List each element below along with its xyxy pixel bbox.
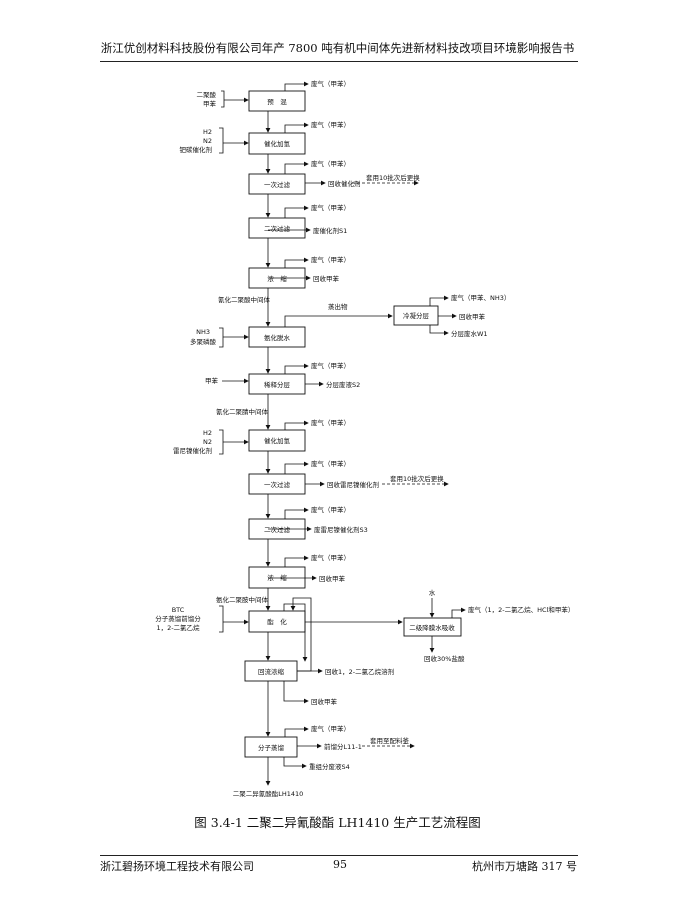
box-concentrate-a: 浓 缩 — [267, 274, 287, 283]
process-boxes: 预 混 催化加氢 一次过滤 二次过滤 浓 缩 氨化脱水 稀释分层 催化加氢 一次… — [244, 90, 462, 758]
box-filter-1a: 一次过滤 — [264, 180, 291, 189]
offgas-branches: 废气（甲苯） 废气（甲苯） 废气（甲苯） 废气（甲苯） 废气（甲苯） 废气（甲苯… — [284, 79, 350, 737]
flow-label: BTC — [172, 606, 185, 614]
flow-label: 回收30%盐酸 — [424, 654, 465, 663]
flow-label: 分层废液S2 — [326, 380, 360, 389]
flow-label: 分子蒸馏前馏分 — [155, 614, 201, 623]
flow-label: 废气（甲苯） — [311, 203, 350, 212]
flow-label: 重组分废液S4 — [309, 762, 350, 771]
footer-company: 浙江碧扬环境工程技术有限公司 — [100, 860, 254, 873]
box-filter-2a: 二次过滤 — [264, 224, 291, 233]
flow-label: 回收雷尼镍催化剂 — [327, 480, 379, 489]
flow-label: 废气（甲苯、NH3） — [451, 293, 510, 302]
box-filter-2b: 二次过滤 — [264, 525, 291, 534]
flow-label: 氰化二聚酸中间体 — [218, 295, 271, 304]
figure-caption: 图 3.4-1 二聚二异氰酸酯 LH1410 生产工艺流程图 — [194, 815, 481, 830]
box-amination: 氨化脱水 — [264, 333, 291, 342]
flow-label: 回收甲苯 — [311, 697, 338, 706]
flow-label: 二聚酸 — [197, 90, 217, 99]
flow-label: N2 — [203, 438, 212, 446]
page-header: 浙江优创材料科技股份有限公司年产 7800 吨有机中间体先进新材料技改项目环境影… — [100, 41, 575, 55]
final-product: 二聚二异氰酸酯LH1410 — [233, 789, 304, 798]
flow-label: 废气（甲苯） — [311, 79, 350, 88]
flow-label: 回收催化剂 — [328, 179, 361, 188]
footer-address: 杭州市万塘路 317 号 — [472, 860, 577, 873]
flow-label: 雷尼镍催化剂 — [173, 446, 212, 455]
flow-label: 废气（1，2-二氯乙烷、HCl和甲苯） — [468, 605, 574, 614]
flow-label: 甲苯 — [205, 376, 219, 385]
flow-label: 废催化剂S1 — [313, 226, 347, 235]
flow-label: 废气（甲苯） — [311, 361, 350, 370]
flow-label: 废气（甲苯） — [311, 553, 350, 562]
flow-label: 套用10批次后更换 — [390, 474, 444, 483]
box-molecular-distillation: 分子蒸馏 — [258, 743, 285, 752]
page-number: 95 — [333, 858, 347, 871]
side-outputs: 回收催化剂 套用10批次后更换 废催化剂S1 回收甲苯 氰化二聚酸中间体 蒸出物… — [216, 173, 574, 798]
box-reflux-concentrate: 回流浓缩 — [258, 667, 285, 676]
flow-label: 废气（甲苯） — [311, 724, 350, 733]
flow-label: 蒸出物 — [328, 302, 348, 311]
box-filter-1b: 一次过滤 — [264, 480, 291, 489]
box-dilute-separate: 稀释分层 — [264, 380, 291, 389]
flow-label: 回收1，2-二氯乙烷溶剂 — [325, 667, 394, 676]
flow-label: 1，2-二氯乙烷 — [156, 623, 200, 632]
flow-label: 废气（甲苯） — [311, 459, 350, 468]
flow-label: N2 — [203, 137, 212, 145]
box-condense-separate: 冷凝分层 — [403, 311, 430, 320]
box-esterification: 酯 化 — [267, 617, 287, 626]
flow-label: 钯碳催化剂 — [180, 145, 213, 154]
flow-label: 套用至配料釜 — [370, 736, 410, 745]
footer-rule — [100, 855, 578, 856]
left-inputs: 二聚酸 甲苯 H2 N2 钯碳催化剂 NH3 多聚磷酸 甲苯 H2 N2 雷尼镍… — [155, 90, 249, 633]
box-film-absorption: 二级降膜水吸收 — [409, 623, 455, 632]
flow-label: 回收甲苯 — [313, 274, 340, 283]
flow-label: 废气（甲苯） — [311, 255, 350, 264]
flow-label: 废气（甲苯） — [311, 418, 350, 427]
flow-label: 废气（甲苯） — [311, 505, 350, 514]
flow-label: 前馏分L11-1 — [324, 742, 362, 751]
flow-label: 回收甲苯 — [459, 312, 486, 321]
flow-label: NH3 — [196, 328, 210, 336]
flow-label: 套用10批次后更换 — [366, 173, 420, 182]
flow-label: 回收甲苯 — [319, 574, 346, 583]
flow-label: 废气（甲苯） — [311, 120, 350, 129]
flow-label: 水 — [429, 588, 436, 597]
flow-label: H2 — [203, 429, 212, 437]
box-hydrogenation-1: 催化加氢 — [264, 139, 291, 148]
flow-label: 多聚磷酸 — [190, 337, 217, 346]
box-premix: 预 混 — [267, 97, 287, 106]
flow-label: 废雷尼镍催化剂S3 — [314, 525, 368, 534]
flow-label: 氨化二聚胺中间体 — [216, 595, 269, 604]
flow-label: 氰化二聚腈中间体 — [216, 407, 269, 416]
header-rule — [100, 61, 578, 62]
flow-label: H2 — [203, 128, 212, 136]
box-concentrate-b: 浓 缩 — [267, 573, 287, 582]
flow-label: 废气（甲苯） — [311, 159, 350, 168]
box-hydrogenation-2: 催化加氢 — [264, 436, 291, 445]
flow-label: 分层废水W1 — [451, 329, 488, 338]
flow-label: 甲苯 — [203, 99, 217, 108]
